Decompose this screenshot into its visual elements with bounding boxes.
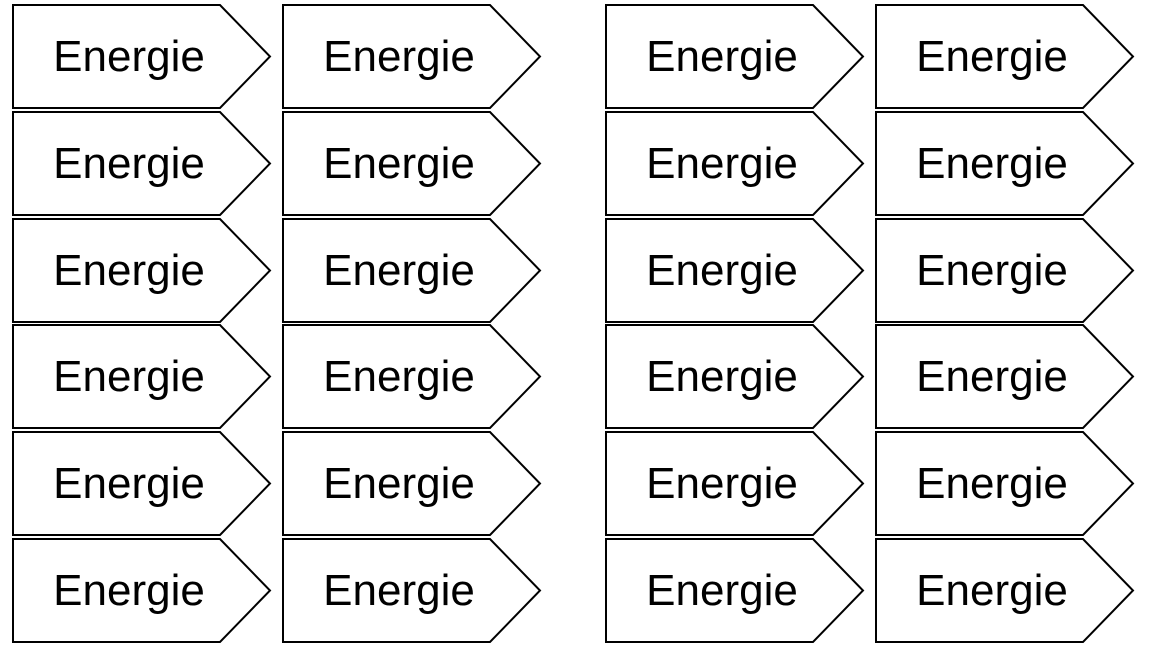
label-text: Energie <box>916 246 1068 295</box>
energy-arrow-label: Energie <box>605 538 865 643</box>
energy-arrow-label: Energie <box>875 111 1135 216</box>
arrow-shape-icon <box>875 431 1135 536</box>
arrow-shape-icon <box>605 324 865 429</box>
energy-arrow-label: Energie <box>875 4 1135 109</box>
label-text: Energie <box>646 139 798 188</box>
energy-arrow-label: Energie <box>875 218 1135 323</box>
energy-arrow-label: Energie <box>875 324 1135 429</box>
energy-arrow-label: Energie <box>282 218 542 323</box>
label-text: Energie <box>646 246 798 295</box>
arrow-shape-icon <box>875 218 1135 323</box>
arrow-shape-icon <box>875 324 1135 429</box>
label-text: Energie <box>646 459 798 508</box>
label-text: Energie <box>53 246 205 295</box>
arrow-shape-icon <box>12 324 272 429</box>
label-text: Energie <box>323 566 475 615</box>
arrow-shape-icon <box>605 111 865 216</box>
energy-arrow-label: Energie <box>875 538 1135 643</box>
label-text: Energie <box>646 352 798 401</box>
arrow-shape-icon <box>282 218 542 323</box>
energy-arrow-label: Energie <box>282 431 542 536</box>
label-text: Energie <box>53 459 205 508</box>
energy-arrow-label: Energie <box>605 431 865 536</box>
arrow-shape-icon <box>282 324 542 429</box>
label-text: Energie <box>916 566 1068 615</box>
label-text: Energie <box>916 459 1068 508</box>
arrow-shape-icon <box>12 431 272 536</box>
arrow-shape-icon <box>282 538 542 643</box>
energy-arrow-label: Energie <box>12 431 272 536</box>
energy-arrow-label: Energie <box>605 218 865 323</box>
label-text: Energie <box>323 246 475 295</box>
arrow-shape-icon <box>282 431 542 536</box>
label-text: Energie <box>916 32 1068 81</box>
label-text: Energie <box>53 566 205 615</box>
arrow-shape-icon <box>875 4 1135 109</box>
energy-arrow-label: Energie <box>282 4 542 109</box>
energy-arrow-label: Energie <box>12 218 272 323</box>
energy-arrow-label: Energie <box>282 111 542 216</box>
energy-arrow-label: Energie <box>282 324 542 429</box>
energy-arrow-label: Energie <box>282 538 542 643</box>
energy-arrow-label: Energie <box>605 111 865 216</box>
energy-arrow-label: Energie <box>12 4 272 109</box>
arrow-shape-icon <box>12 538 272 643</box>
label-text: Energie <box>323 139 475 188</box>
arrow-shape-icon <box>12 4 272 109</box>
energy-arrow-label: Energie <box>605 4 865 109</box>
label-text: Energie <box>53 32 205 81</box>
energy-arrow-label: Energie <box>12 538 272 643</box>
arrow-shape-icon <box>12 218 272 323</box>
arrow-shape-icon <box>282 111 542 216</box>
arrow-shape-icon <box>875 538 1135 643</box>
label-text: Energie <box>53 139 205 188</box>
label-text: Energie <box>646 32 798 81</box>
label-text: Energie <box>323 32 475 81</box>
energy-arrow-label: Energie <box>12 111 272 216</box>
label-text: Energie <box>916 352 1068 401</box>
label-text: Energie <box>323 352 475 401</box>
energy-arrow-label: Energie <box>605 324 865 429</box>
energy-arrow-label: Energie <box>12 324 272 429</box>
label-text: Energie <box>916 139 1068 188</box>
energy-arrow-label: Energie <box>875 431 1135 536</box>
arrow-shape-icon <box>875 111 1135 216</box>
arrow-shape-icon <box>605 538 865 643</box>
arrow-shape-icon <box>605 431 865 536</box>
arrow-shape-icon <box>605 4 865 109</box>
arrow-shape-icon <box>282 4 542 109</box>
label-text: Energie <box>53 352 205 401</box>
arrow-shape-icon <box>605 218 865 323</box>
label-text: Energie <box>646 566 798 615</box>
label-text: Energie <box>323 459 475 508</box>
arrow-shape-icon <box>12 111 272 216</box>
